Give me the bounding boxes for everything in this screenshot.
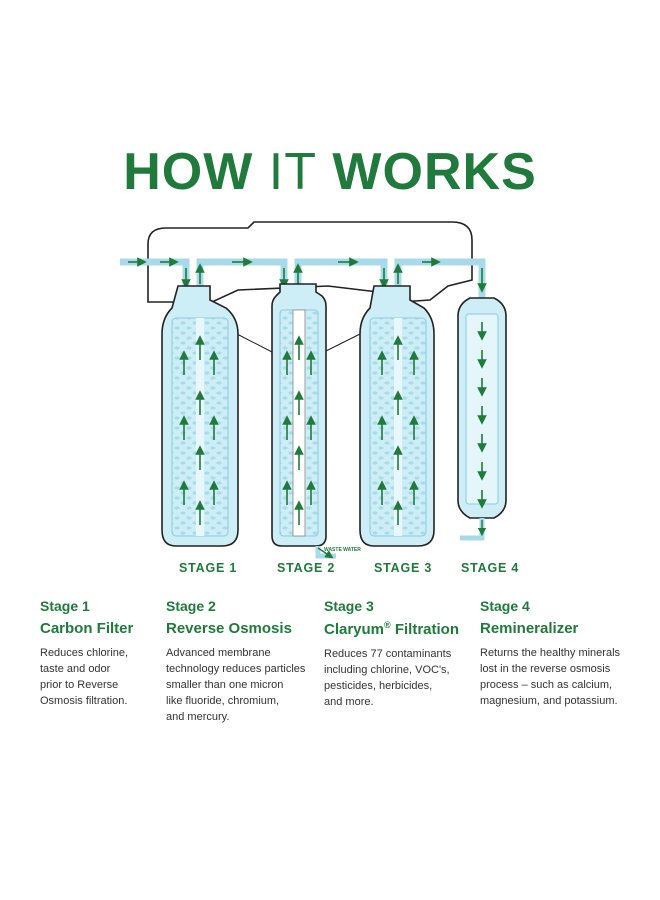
page-title: HOW IT WORKS [0, 142, 660, 202]
desc-line: taste and odor [40, 663, 111, 675]
desc-line: magnesium, and potassium. [480, 695, 618, 707]
stage-1-label: STAGE 1 [179, 561, 238, 575]
stage-4-number: Stage 4 [480, 598, 530, 614]
stage-3-number: Stage 3 [324, 598, 374, 614]
registered-mark: ® [384, 620, 391, 630]
desc-line: prior to Reverse [40, 679, 119, 691]
stage-3-name-main: Claryum [324, 621, 385, 638]
stage-1-text: Reduces chlorine, taste and odor prior t… [40, 645, 133, 709]
top-flow-arrows [128, 257, 487, 293]
desc-line: Returns the healthy minerals [480, 647, 621, 659]
stage-3-description: Stage 3 Claryum® Filtration Reduces 77 c… [324, 598, 459, 710]
desc-line: including chlorine, VOC's, [324, 664, 450, 676]
desc-line: Advanced membrane [166, 647, 271, 659]
stage-3-text: Reduces 77 contaminants including chlori… [324, 646, 459, 710]
stage-1-description: Stage 1 Carbon Filter Reduces chlorine, … [40, 598, 133, 709]
desc-line: Osmosis filtration. [40, 695, 128, 707]
desc-line: Reduces chlorine, [40, 647, 129, 659]
stage-2-label: STAGE 2 [277, 561, 336, 575]
stage-2-number: Stage 2 [166, 598, 216, 614]
desc-line: lost in the reverse osmosis [480, 663, 611, 675]
stage-1-name: Carbon Filter [40, 620, 134, 637]
desc-line: smaller than one micron [166, 679, 284, 691]
stage-4-label: STAGE 4 [461, 561, 520, 575]
outlet-pipe [460, 518, 485, 541]
desc-line: process – such as calcium, [480, 679, 613, 691]
stage-2-text: Advanced membrane technology reduces par… [166, 645, 305, 725]
stage-2-filter: WASTE WATER [271, 283, 361, 559]
stage-1-filter [161, 285, 239, 547]
stage-3-name-suffix: Filtration [390, 621, 459, 638]
title-part-2: IT [268, 143, 317, 201]
stage-2-name: Reverse Osmosis [166, 620, 292, 637]
desc-line: technology reduces particles [166, 663, 306, 675]
stage-4-text: Returns the healthy minerals lost in the… [480, 645, 620, 709]
title-part-3: WORKS [316, 143, 537, 201]
desc-line: Reduces 77 contaminants [324, 648, 452, 660]
stage-4-description: Stage 4 Remineralizer Returns the health… [480, 598, 620, 709]
stage-3-name: Claryum® Filtration [324, 620, 459, 638]
desc-line: and mercury. [166, 711, 230, 723]
desc-line: and more. [324, 696, 374, 708]
desc-line: pesticides, herbicides, [324, 680, 433, 692]
desc-line: like fluoride, chromium, [166, 695, 280, 707]
stage-3-filter [359, 285, 435, 547]
stage-2-description: Stage 2 Reverse Osmosis Advanced membran… [166, 598, 305, 725]
stage-4-name: Remineralizer [480, 620, 579, 637]
stage-1-number: Stage 1 [40, 598, 90, 614]
title-part-1: HOW [123, 143, 269, 201]
waste-water-label: WASTE WATER [324, 547, 361, 553]
stage-4-filter [457, 297, 507, 541]
stage-3-label: STAGE 3 [374, 561, 433, 575]
